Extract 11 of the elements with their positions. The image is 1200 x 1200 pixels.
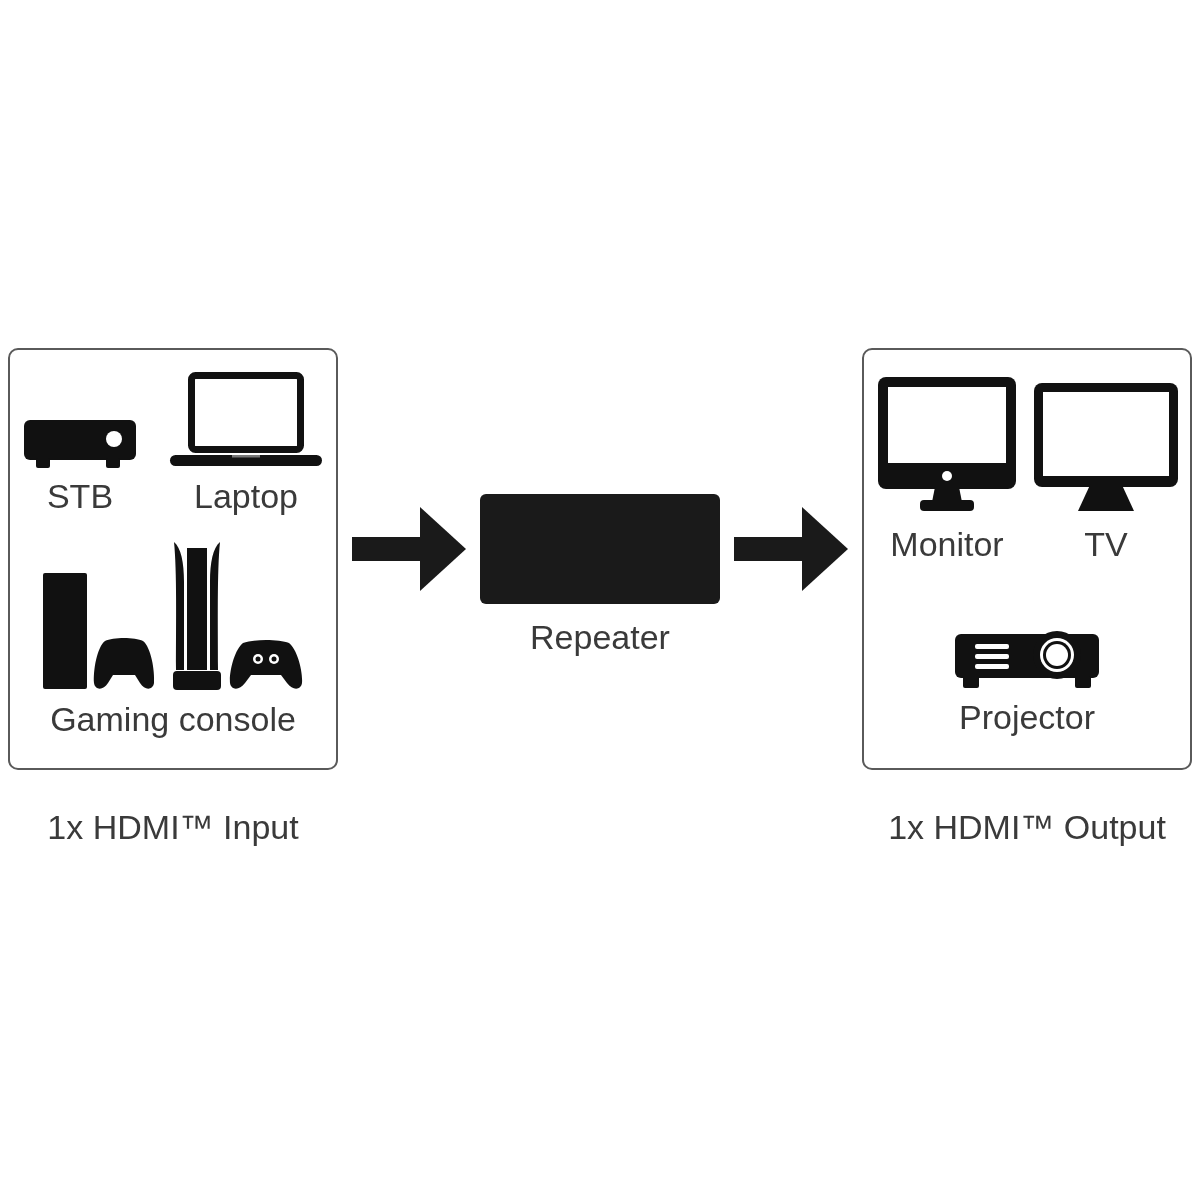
device-label: Projector	[958, 698, 1096, 738]
device-label: TV	[1084, 525, 1128, 565]
node-caption: Repeater	[530, 618, 670, 658]
node-caption: 1x HDMI™ Output	[888, 808, 1166, 848]
device-label: Laptop	[194, 477, 298, 517]
device-label: STB	[46, 477, 114, 517]
block-arrow	[734, 507, 848, 591]
device-label: Monitor	[890, 525, 1004, 565]
node-caption: 1x HDMI™ Input	[47, 808, 299, 848]
block-arrow	[352, 507, 466, 591]
device-label: Gaming console	[50, 700, 296, 740]
